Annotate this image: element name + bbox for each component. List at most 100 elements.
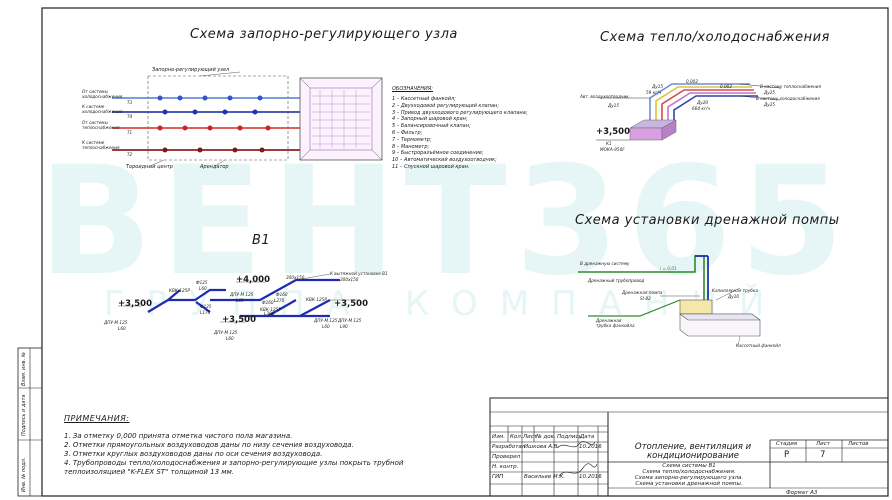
line-code: Т1 — [127, 130, 133, 135]
tb-date: 10.2016 — [579, 474, 602, 480]
cap-tube-label: Капиллярная трубка — [712, 288, 758, 293]
tb-sheet-header: Лист — [816, 441, 830, 447]
flow-label-2: 664 кг/ч — [692, 106, 710, 111]
tb-role: Проверил — [492, 454, 521, 460]
exhaust-label: К вытяжной установке В1 — [330, 271, 388, 276]
b1-level-1: +4,000 — [236, 275, 271, 285]
legend-item: 8 – Манометр; — [392, 143, 430, 150]
b1-label: L65 — [236, 298, 244, 303]
notes-list: 1. За отметку 0,000 принята отметка чист… — [64, 432, 403, 477]
b1-label: Ф125 — [200, 304, 212, 309]
tb-sheet-line: Схема установки дренажной помпы. — [635, 481, 743, 487]
side-label: Подпись и дата — [21, 394, 27, 436]
b1-label: L60 — [199, 286, 207, 291]
line-label: От системы теплоснабжения — [82, 120, 120, 130]
exhaust-size: 300х150 — [340, 277, 359, 282]
slope-label-1: 0,002 — [686, 79, 698, 84]
note-item: 1. За отметку 0,000 принята отметка чист… — [64, 432, 293, 440]
note-item: 3. Отметки круглых воздуховодов даны по … — [64, 450, 323, 458]
line-label: От системы холодоснабжения — [82, 89, 123, 99]
b1-label: L270 — [274, 298, 285, 303]
tb-col: Кол. — [510, 434, 523, 440]
to-heat-label: В систему теплоснабжения — [760, 84, 822, 89]
b1-label: ДПУ-М 125 — [314, 318, 338, 323]
tb-col: Лист — [523, 434, 537, 440]
air-vent-label: Авт. воздухоотводчик — [580, 94, 629, 99]
b1-label: ДПУ-М 125 — [338, 318, 362, 323]
b1-level-4: +3,500 — [222, 315, 257, 325]
tb-role: Разработал — [492, 444, 526, 450]
legend-item: 1 – Кассетный фанкойл; — [392, 96, 456, 102]
flow-label-1: 59 кг/ч — [646, 90, 662, 95]
legend-item: 6 – Фильтр; — [392, 129, 423, 136]
b1-label: Ф160 — [262, 300, 274, 305]
signature-scribble — [556, 441, 598, 477]
b1-level-2: +3,500 — [118, 299, 153, 309]
dn-label-2: Ду15 — [608, 103, 620, 108]
tb-role: Н. контр. — [492, 464, 519, 470]
tb-col: Подпись — [557, 434, 582, 440]
tb-stage-header: Стадия — [776, 441, 798, 447]
unit-code: К1 — [606, 141, 612, 146]
tb-role: ГИП — [492, 474, 504, 480]
legend-item: 4 – Запорный шаровой кран; — [392, 116, 468, 123]
dn-label-3: Ду20 — [697, 100, 709, 105]
drain-slope-label: i = 0,01 — [660, 266, 677, 271]
notes-title: ПРИМЕЧАНИЯ: — [64, 414, 130, 423]
to-drain-label: В дренажную систему — [580, 261, 630, 266]
valve-unit-title: Схема запорно-регулирующего узла — [190, 27, 458, 42]
line-label: К системе теплоснабжения — [82, 140, 120, 150]
tb-col: Изм. — [492, 434, 505, 440]
b1-label: L90 — [340, 324, 348, 329]
tb-sheets-header: Листов — [848, 441, 869, 447]
tb-format: Формат А3 — [786, 490, 818, 496]
slope-label-2: 0,002 — [720, 84, 732, 89]
tb-name: Ишкова А.В. — [524, 444, 560, 450]
b1-label: Ф160 — [276, 292, 288, 297]
separator-label: Арендатор — [200, 164, 229, 170]
b1-label: ДПУ-М 125 — [230, 292, 254, 297]
b1-label: ДПУ-М 125 — [214, 330, 238, 335]
b1-label: Ф125 — [196, 280, 208, 285]
side-label: Взам. инв. № — [21, 352, 27, 386]
tb-col: Дата — [580, 434, 595, 440]
legend-item: 5 – Балансировочный клапан; — [392, 123, 471, 130]
legend-item: 11 – Спускной шаровой кран. — [392, 163, 470, 170]
cap-dn-label: Ду10 — [728, 294, 740, 299]
line-code: Т2 — [127, 152, 133, 157]
tb-project: Отопление, вентиляция и кондиционировани… — [634, 442, 752, 461]
heat-cool-level: +3,500 — [596, 127, 631, 137]
legend-title: ОБОЗНАЧЕНИЯ: — [392, 86, 433, 92]
fancoil-tube-label: Дренажная трубка фанкойла — [596, 318, 635, 328]
side-label: Инв. № подл. — [21, 457, 27, 493]
fancoil-label: Кассетный фанкойл — [736, 343, 781, 348]
legend-item: 10 – Автоматический воздухоотводчик; — [392, 157, 497, 164]
unit-model: МОКА-950F — [600, 147, 625, 152]
b1-label: КВК-125Р — [260, 307, 281, 312]
b1-label: КВК-125Р — [169, 288, 190, 293]
b1-label: КВК-125Р — [306, 297, 327, 302]
dn-label-1: Ду15 — [652, 84, 664, 89]
pump-label: Дренажная помпа — [622, 290, 663, 295]
note-item: 4. Трубопроводы тепло/холодоснабжения и … — [64, 459, 404, 467]
legend-item: 3 – Привод двухходового регулирующего кл… — [392, 109, 528, 116]
note-item: теплоизоляцией "K-FLEX ST" толщиной 13 м… — [64, 468, 235, 476]
line-label: К системе холодоснабжения — [82, 104, 123, 114]
b1-title: В1 — [252, 233, 271, 248]
tb-sheet-line: Схема тепло/холодоснабжения. — [642, 469, 736, 475]
unit-label: Запорно-регулирующий узел — [152, 67, 230, 73]
tb-sheet-line: Схема системы В1 — [662, 463, 716, 469]
tb-sheet: 7 — [820, 450, 826, 460]
b1-label: ДПУ-М 125 — [104, 320, 128, 325]
tb-date: 10.2016 — [579, 444, 602, 450]
note-item: 2. Отметки прямоугольных воздуховодов да… — [64, 441, 354, 449]
legend-item: 9 – Быстроразъёмное соединение; — [392, 150, 484, 157]
b1-label: L60 — [322, 324, 330, 329]
dn-label-5: Ду25 — [764, 102, 776, 107]
